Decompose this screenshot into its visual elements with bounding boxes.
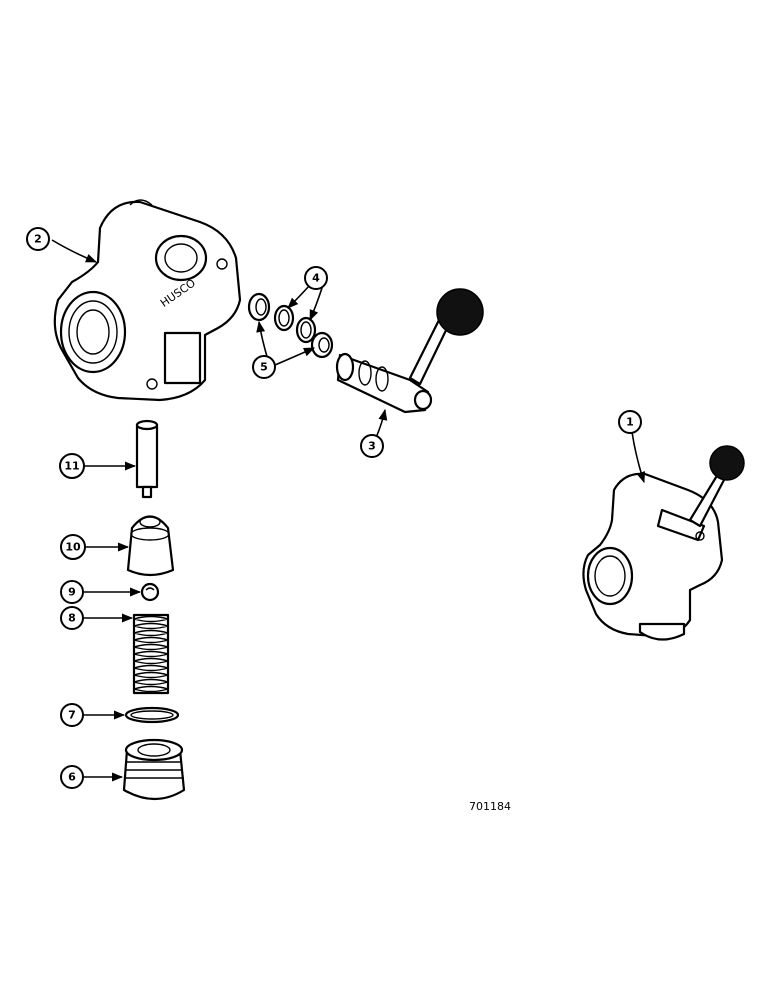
valve-body-part-2: HUSCO (53, 199, 242, 402)
leader-5a (256, 320, 269, 361)
callout-8: 8 (60, 606, 84, 630)
pin-part-11 (135, 419, 159, 499)
poppet-part-10 (126, 515, 175, 577)
callout-3: 3 (360, 434, 384, 458)
callout-label-11: 11 (64, 460, 79, 473)
callout-9: 9 (60, 580, 84, 604)
callout-label-9: 9 (68, 586, 76, 599)
callout-7: 7 (60, 703, 84, 727)
spool-handle-part-3 (335, 288, 484, 414)
leader-4b (309, 287, 323, 322)
callout-label-10: 10 (65, 541, 81, 554)
callout-2: 2 (26, 227, 50, 251)
leader-5b (274, 347, 316, 366)
callout-label-2: 2 (34, 233, 42, 246)
o-ring-part-7 (124, 706, 180, 724)
callout-6: 6 (60, 765, 84, 789)
callout-5: 5 (252, 355, 276, 379)
callout-label-4: 4 (312, 272, 320, 285)
callout-label-7: 7 (68, 709, 76, 722)
drawing-number: 701184 (469, 800, 511, 813)
plug-part-6 (122, 738, 186, 800)
backup-rings-part-5 (247, 292, 334, 359)
spring-part-8 (132, 613, 170, 695)
callout-10: 10 (60, 534, 86, 560)
callout-label-5: 5 (260, 361, 268, 374)
leader-1 (631, 431, 646, 484)
o-rings-part-4 (273, 304, 317, 344)
leader-4a (287, 284, 311, 309)
ball-part-9 (140, 582, 160, 602)
callout-label-3: 3 (368, 440, 376, 453)
callout-4: 4 (304, 266, 328, 290)
callout-label-1: 1 (626, 416, 634, 429)
assembled-valve-part-1 (582, 445, 745, 641)
leader-2 (51, 239, 98, 263)
callout-1: 1 (618, 410, 642, 434)
callout-11: 11 (59, 453, 85, 479)
callout-label-6: 6 (68, 771, 76, 784)
callout-label-8: 8 (68, 612, 76, 625)
